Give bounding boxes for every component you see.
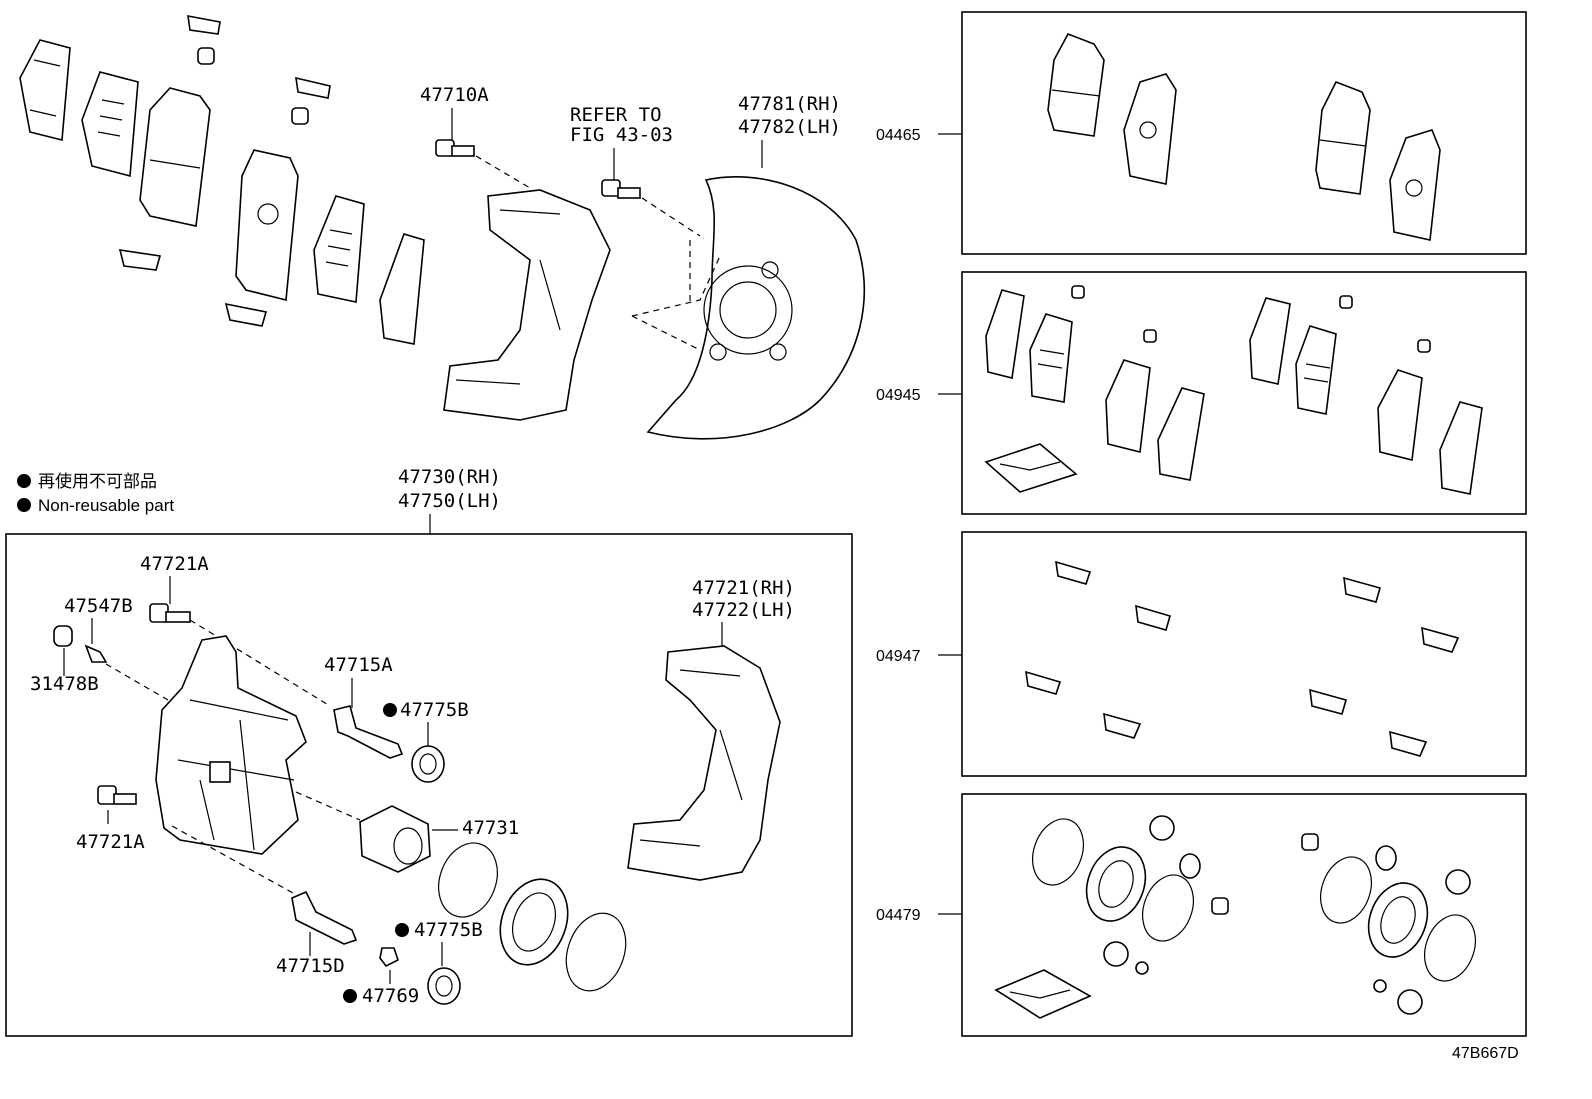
caliper-mounting-bracket [627, 645, 781, 881]
label-bushing: 47769 [362, 985, 419, 1007]
bleeder-plug-cap [53, 625, 73, 647]
mounting-bolt-top [435, 139, 475, 157]
label-pin-upper: 47715A [324, 654, 393, 676]
bolt-upper [149, 603, 191, 623]
label-shield-rh: 47781(RH) [738, 93, 841, 115]
label-boot-lower: 47775B [414, 919, 483, 941]
label-bolt-lower: 47721A [76, 831, 145, 853]
label-bleeder: 47547B [64, 595, 133, 617]
pad-shim-outer-right [379, 233, 425, 345]
boot-ring [565, 912, 627, 992]
bleeder-plug [84, 644, 108, 663]
label-mount-rh: 47721(RH) [692, 577, 795, 599]
label-refer-line1: REFER TO [570, 104, 662, 126]
disc-brake-dust-shield [646, 176, 866, 440]
anti-squeal-clip-top [187, 15, 221, 65]
brake-pad-large [139, 87, 211, 227]
kit-shim-code: 04945 [876, 387, 921, 404]
piston [359, 805, 431, 873]
brake-pad-inner [235, 149, 299, 302]
label-shield-lh: 47782(LH) [738, 116, 841, 138]
label-bolt-upper: 47721A [140, 553, 209, 575]
label-assy-rh: 47730(RH) [398, 466, 501, 488]
legend-jp: 再使用不可部品 [38, 471, 157, 491]
label-refer-line2: FIG 43-03 [570, 124, 673, 146]
slide-pin-lower [291, 890, 358, 945]
piston-seal [438, 842, 498, 918]
kit-box-pads [961, 11, 1527, 255]
anti-squeal-clip-mid [291, 76, 331, 125]
label-pin-lower: 47715D [276, 955, 345, 977]
kit-seal-code: 04479 [876, 907, 921, 924]
legend-en: Non-reusable part [38, 496, 174, 515]
mounting-bolt-refer [601, 179, 641, 199]
bushing [379, 947, 399, 968]
label-mount-lh: 47722(LH) [692, 599, 795, 621]
caliper-cylinder [155, 635, 307, 855]
slide-bush-boot-lower [427, 967, 461, 1005]
kit-shim-parts [984, 285, 1483, 495]
label-bleeder-cap: 31478B [30, 673, 99, 695]
kit-clip-code: 04947 [876, 648, 921, 665]
pad-shim-outer-left [19, 39, 71, 142]
kit-box-clips [961, 531, 1527, 777]
pad-shim-inner-left [81, 71, 139, 178]
slide-pin-upper [333, 705, 404, 759]
legend: 再使用不可部品 Non-reusable part [17, 471, 174, 515]
slide-bush-boot-upper [411, 745, 445, 783]
kit-pads-parts [1047, 33, 1441, 241]
bolt-lower [97, 785, 137, 805]
figure-code: 47B667D [1452, 1045, 1519, 1062]
kit-box-shims [961, 271, 1527, 515]
kit-seal-parts [994, 815, 1476, 1019]
label-boot-upper: 47775B [400, 699, 469, 721]
label-assy-lh: 47750(LH) [398, 490, 501, 512]
caliper-assembly-box [5, 533, 853, 1037]
cylinder-boot [499, 878, 569, 966]
caliper-mounting-bracket-top [443, 189, 611, 421]
pad-clip-lower-b [224, 302, 268, 327]
pad-clip-lower-a [118, 249, 162, 271]
pad-shim-inner-right [313, 195, 365, 303]
label-piston: 47731 [462, 817, 519, 839]
label-bolt-top: 47710A [420, 84, 489, 106]
kit-pads-code: 04465 [876, 127, 921, 144]
kit-box-seals [961, 793, 1527, 1037]
kit-clip-parts [1025, 560, 1460, 757]
